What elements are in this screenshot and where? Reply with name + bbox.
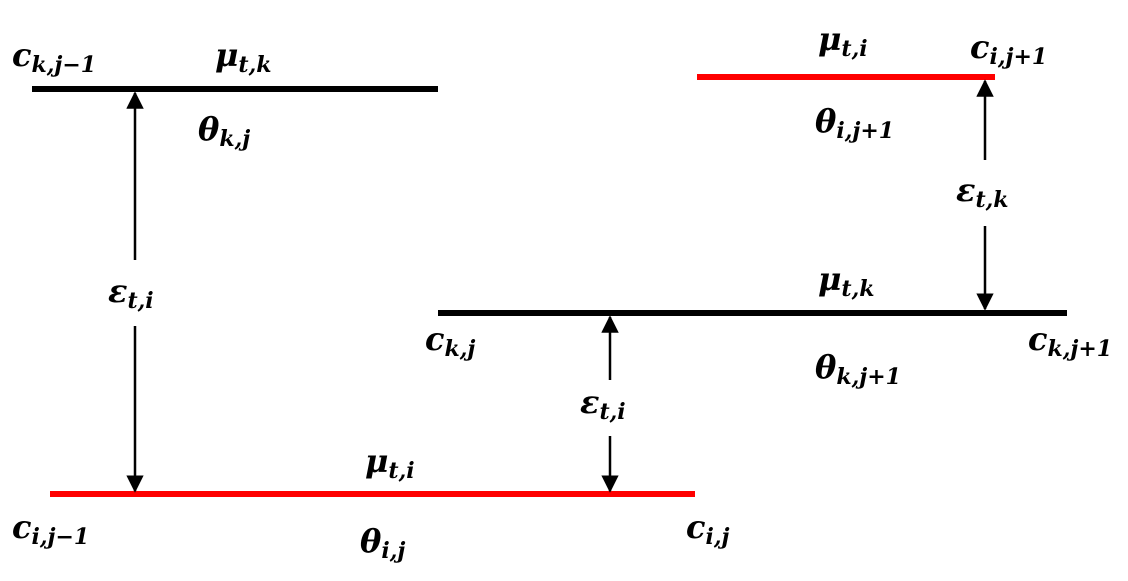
- label-c-middle-right: ck,j+1: [1028, 320, 1112, 362]
- label-theta-top-left: θk,j: [198, 110, 250, 152]
- label-c-top-left: ck,j−1: [12, 36, 96, 78]
- label-theta-bottom-left: θi,j: [360, 522, 405, 564]
- label-c-top-right: ci,j+1: [970, 28, 1047, 70]
- label-epsilon-left: εt,i: [108, 272, 154, 314]
- label-epsilon-right: εt,k: [956, 171, 1009, 213]
- label-c-middle-left: ck,j: [425, 320, 475, 362]
- label-mu-middle-right: μt,k: [818, 260, 875, 302]
- label-c-bottom-left: ci,j−1: [12, 508, 89, 550]
- label-theta-middle-right: θk,j+1: [815, 348, 901, 390]
- label-epsilon-middle: εt,i: [580, 383, 626, 425]
- label-mu-top-right: μt,i: [818, 20, 868, 62]
- label-mu-bottom-left: μt,i: [365, 442, 415, 484]
- label-theta-top-right: θi,j+1: [815, 102, 894, 144]
- label-mu-top-left: μt,k: [215, 36, 272, 78]
- label-c-bottom-right: ci,j: [686, 508, 730, 550]
